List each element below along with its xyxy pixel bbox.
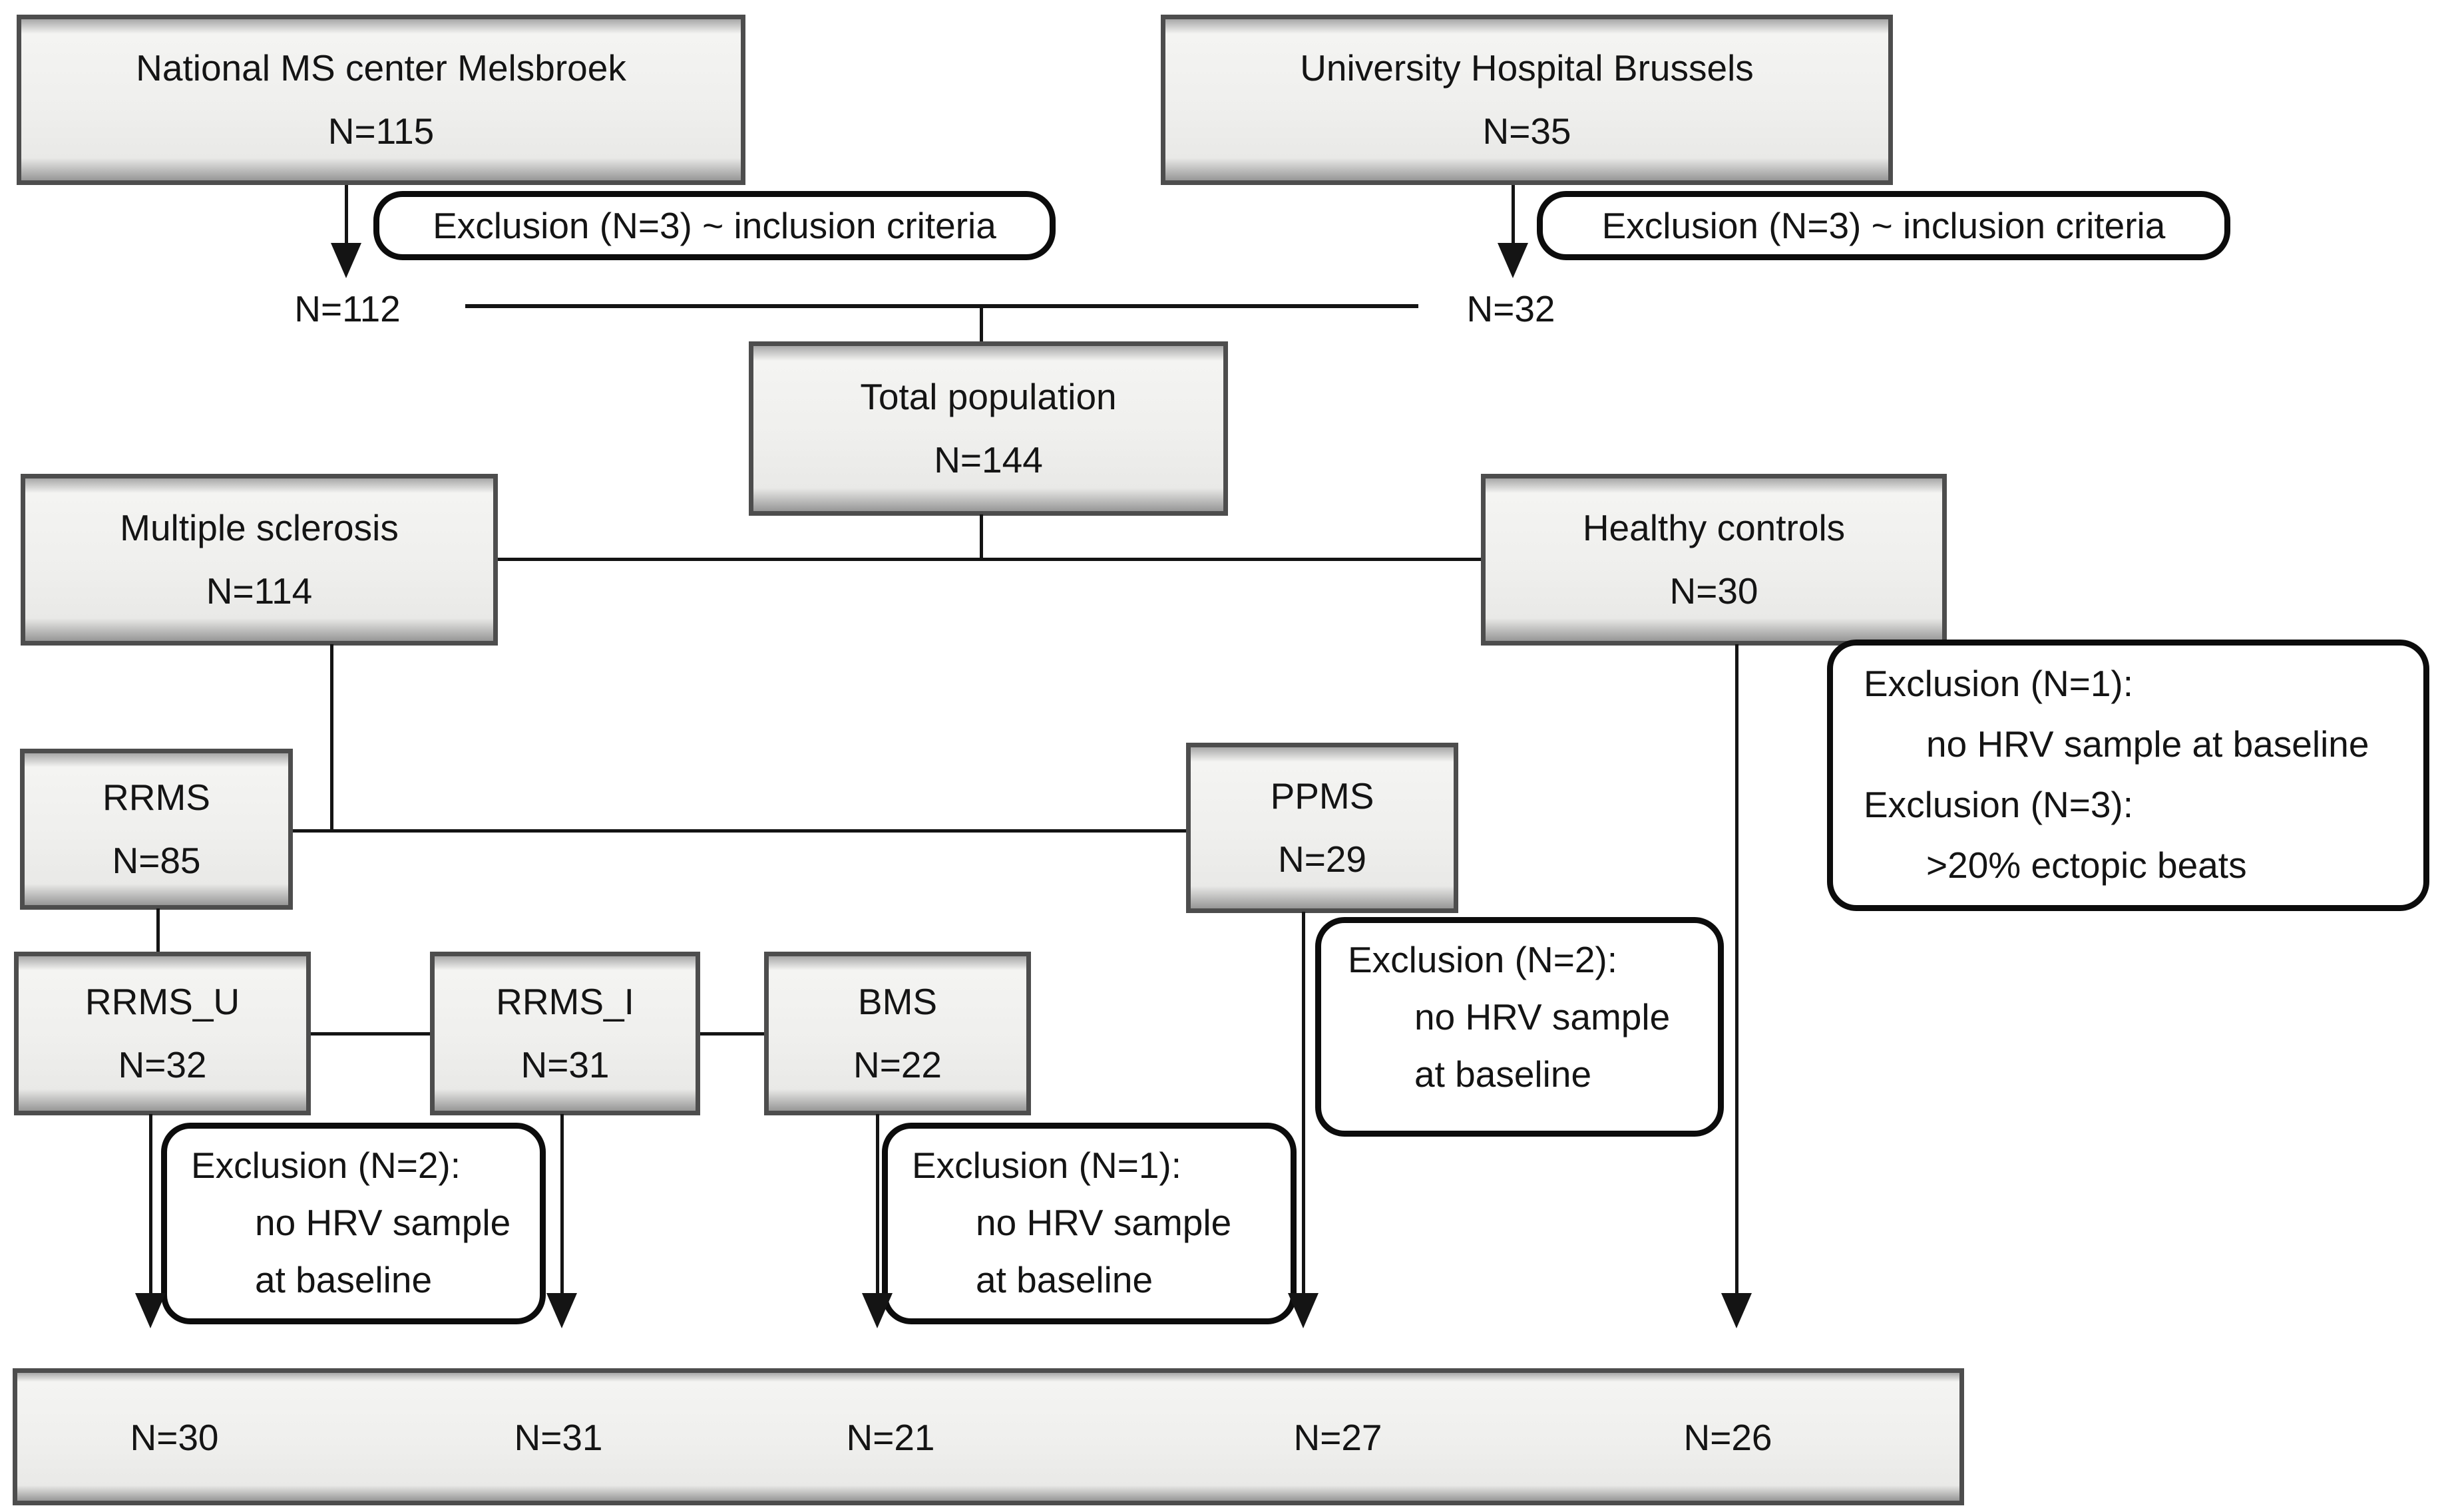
node-title: National MS center Melsbroek: [136, 47, 626, 89]
label-n32: N=32: [1466, 288, 1555, 329]
callout-exclusion-ppms: Exclusion (N=2): no HRV sample at baseli…: [1315, 917, 1724, 1137]
node-rrms-u: RRMS_U N=32: [14, 952, 311, 1115]
callout-line: no HRV sample: [255, 1202, 511, 1243]
node-count: N=115: [327, 110, 435, 152]
node-multiple-sclerosis: Multiple sclerosis N=114: [21, 474, 498, 646]
node-ppms: PPMS N=29: [1186, 743, 1458, 913]
node-title: RRMS: [102, 777, 210, 818]
final-count-hc: N=26: [1683, 1417, 1772, 1458]
connector-ppms-final: [1302, 912, 1305, 1294]
callout-exclusion-healthy-controls: Exclusion (N=1): no HRV sample at baseli…: [1827, 640, 2429, 911]
node-brussels: University Hospital Brussels N=35: [1161, 15, 1893, 185]
callout-line: no HRV sample at baseline: [1926, 723, 2369, 765]
callout-text: Exclusion (N=3) ~ inclusion criteria: [1601, 205, 2166, 246]
node-count: N=85: [112, 840, 201, 881]
callout-line: Exclusion (N=1):: [912, 1145, 1182, 1186]
node-count: N=114: [206, 570, 313, 612]
connector-rrmsi-final: [560, 1114, 564, 1294]
connector-hc-final: [1735, 644, 1738, 1294]
connector-rrms-ppms-horizontal: [293, 829, 1188, 833]
callout-exclusion-rrms-u: Exclusion (N=2): no HRV sample at baseli…: [161, 1123, 546, 1324]
callout-line: Exclusion (N=2):: [1348, 939, 1618, 980]
node-count: N=144: [934, 439, 1043, 480]
connector-rrmsu-final: [149, 1114, 152, 1294]
node-title: Total population: [860, 376, 1117, 417]
callout-line: no HRV sample: [976, 1202, 1232, 1243]
arrowhead-rrmsi-icon: [546, 1293, 577, 1328]
node-title: PPMS: [1270, 775, 1374, 817]
node-melsbroek: National MS center Melsbroek N=115: [17, 15, 745, 185]
callout-line: Exclusion (N=2):: [191, 1145, 461, 1186]
connector-total-down: [980, 514, 983, 561]
callout-line: >20% ectopic beats: [1926, 845, 2247, 886]
arrowhead-hc-icon: [1721, 1293, 1752, 1328]
arrowhead-rrmsu-icon: [135, 1293, 166, 1328]
connector-brussels-down: [1512, 185, 1515, 245]
node-title: Multiple sclerosis: [120, 507, 399, 548]
connector-merge-horizontal: [465, 304, 1418, 308]
node-rrms-i: RRMS_I N=31: [430, 952, 700, 1115]
callout-line: at baseline: [255, 1259, 433, 1300]
connector-bms-final: [876, 1114, 879, 1294]
arrowhead-brussels-icon: [1498, 243, 1528, 278]
node-count: N=31: [520, 1044, 610, 1085]
callout-line: Exclusion (N=3):: [1864, 784, 2134, 825]
connector-rrms-down: [156, 908, 160, 952]
node-title: RRMS_I: [496, 981, 634, 1022]
callout-line: at baseline: [976, 1259, 1153, 1300]
connector-melsbroek-down: [345, 185, 348, 245]
node-title: Healthy controls: [1582, 507, 1846, 548]
callout-exclusion-melsbroek: Exclusion (N=3) ~ inclusion criteria: [373, 191, 1056, 260]
node-healthy-controls: Healthy controls N=30: [1481, 474, 1947, 646]
final-count-rrmsi: N=31: [514, 1417, 603, 1458]
node-bms: BMS N=22: [764, 952, 1031, 1115]
node-count: N=32: [118, 1044, 207, 1085]
connector-merge-down: [980, 304, 983, 343]
arrowhead-bms-icon: [862, 1293, 893, 1328]
connector-rrmsu-rrmsi: [311, 1032, 430, 1036]
callout-text: Exclusion (N=3) ~ inclusion criteria: [433, 205, 996, 246]
final-count-ppms: N=27: [1293, 1417, 1382, 1458]
node-count: N=29: [1277, 839, 1366, 880]
arrowhead-ppms-icon: [1288, 1293, 1319, 1328]
node-title: RRMS_U: [85, 981, 240, 1022]
connector-ms-hc-horizontal: [498, 558, 1486, 561]
final-counts-bar: [13, 1368, 1964, 1505]
final-count-rrmsu: N=30: [130, 1417, 219, 1458]
callout-exclusion-bms: Exclusion (N=1): no HRV sample at baseli…: [882, 1123, 1297, 1324]
callout-line: Exclusion (N=1):: [1864, 663, 2134, 704]
node-rrms: RRMS N=85: [20, 749, 293, 910]
node-total-population: Total population N=144: [749, 341, 1228, 516]
node-count: N=22: [853, 1044, 942, 1085]
label-n112: N=112: [294, 288, 401, 329]
node-title: BMS: [857, 981, 938, 1022]
connector-rrmsi-bms: [700, 1032, 764, 1036]
connector-ms-down: [330, 644, 333, 833]
arrowhead-melsbroek-icon: [331, 243, 361, 278]
final-count-bms: N=21: [846, 1417, 935, 1458]
node-count: N=35: [1482, 110, 1571, 152]
callout-line: at baseline: [1414, 1053, 1592, 1095]
node-count: N=30: [1669, 570, 1758, 612]
node-title: University Hospital Brussels: [1300, 47, 1754, 89]
callout-line: no HRV sample: [1414, 996, 1671, 1038]
callout-exclusion-brussels: Exclusion (N=3) ~ inclusion criteria: [1537, 191, 2230, 260]
